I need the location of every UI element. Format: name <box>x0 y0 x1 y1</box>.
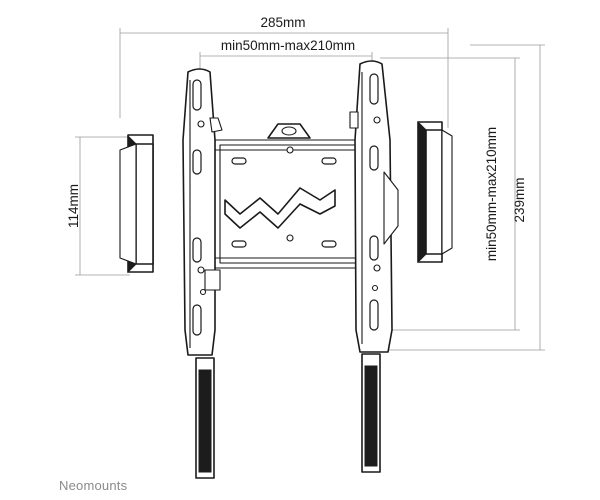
left-spacer <box>119 134 154 274</box>
overall-width-label: 285mm <box>260 15 305 30</box>
overall-height-label: 239mm <box>512 177 527 222</box>
right-safety-hook <box>361 353 381 473</box>
left-vertical-arm <box>182 68 223 356</box>
vesa-vertical-label: min50mm-max210mm <box>484 127 499 261</box>
dimension-lines <box>75 28 545 351</box>
wall-plate <box>214 123 366 269</box>
right-vertical-arm <box>349 60 399 353</box>
left-safety-hook <box>195 357 215 479</box>
brand-logo: Neomounts <box>59 478 128 493</box>
spacer-height-label: 114mm <box>66 184 81 228</box>
vesa-horizontal-label: min50mm-max210mm <box>221 38 355 53</box>
right-spacer <box>417 120 453 264</box>
